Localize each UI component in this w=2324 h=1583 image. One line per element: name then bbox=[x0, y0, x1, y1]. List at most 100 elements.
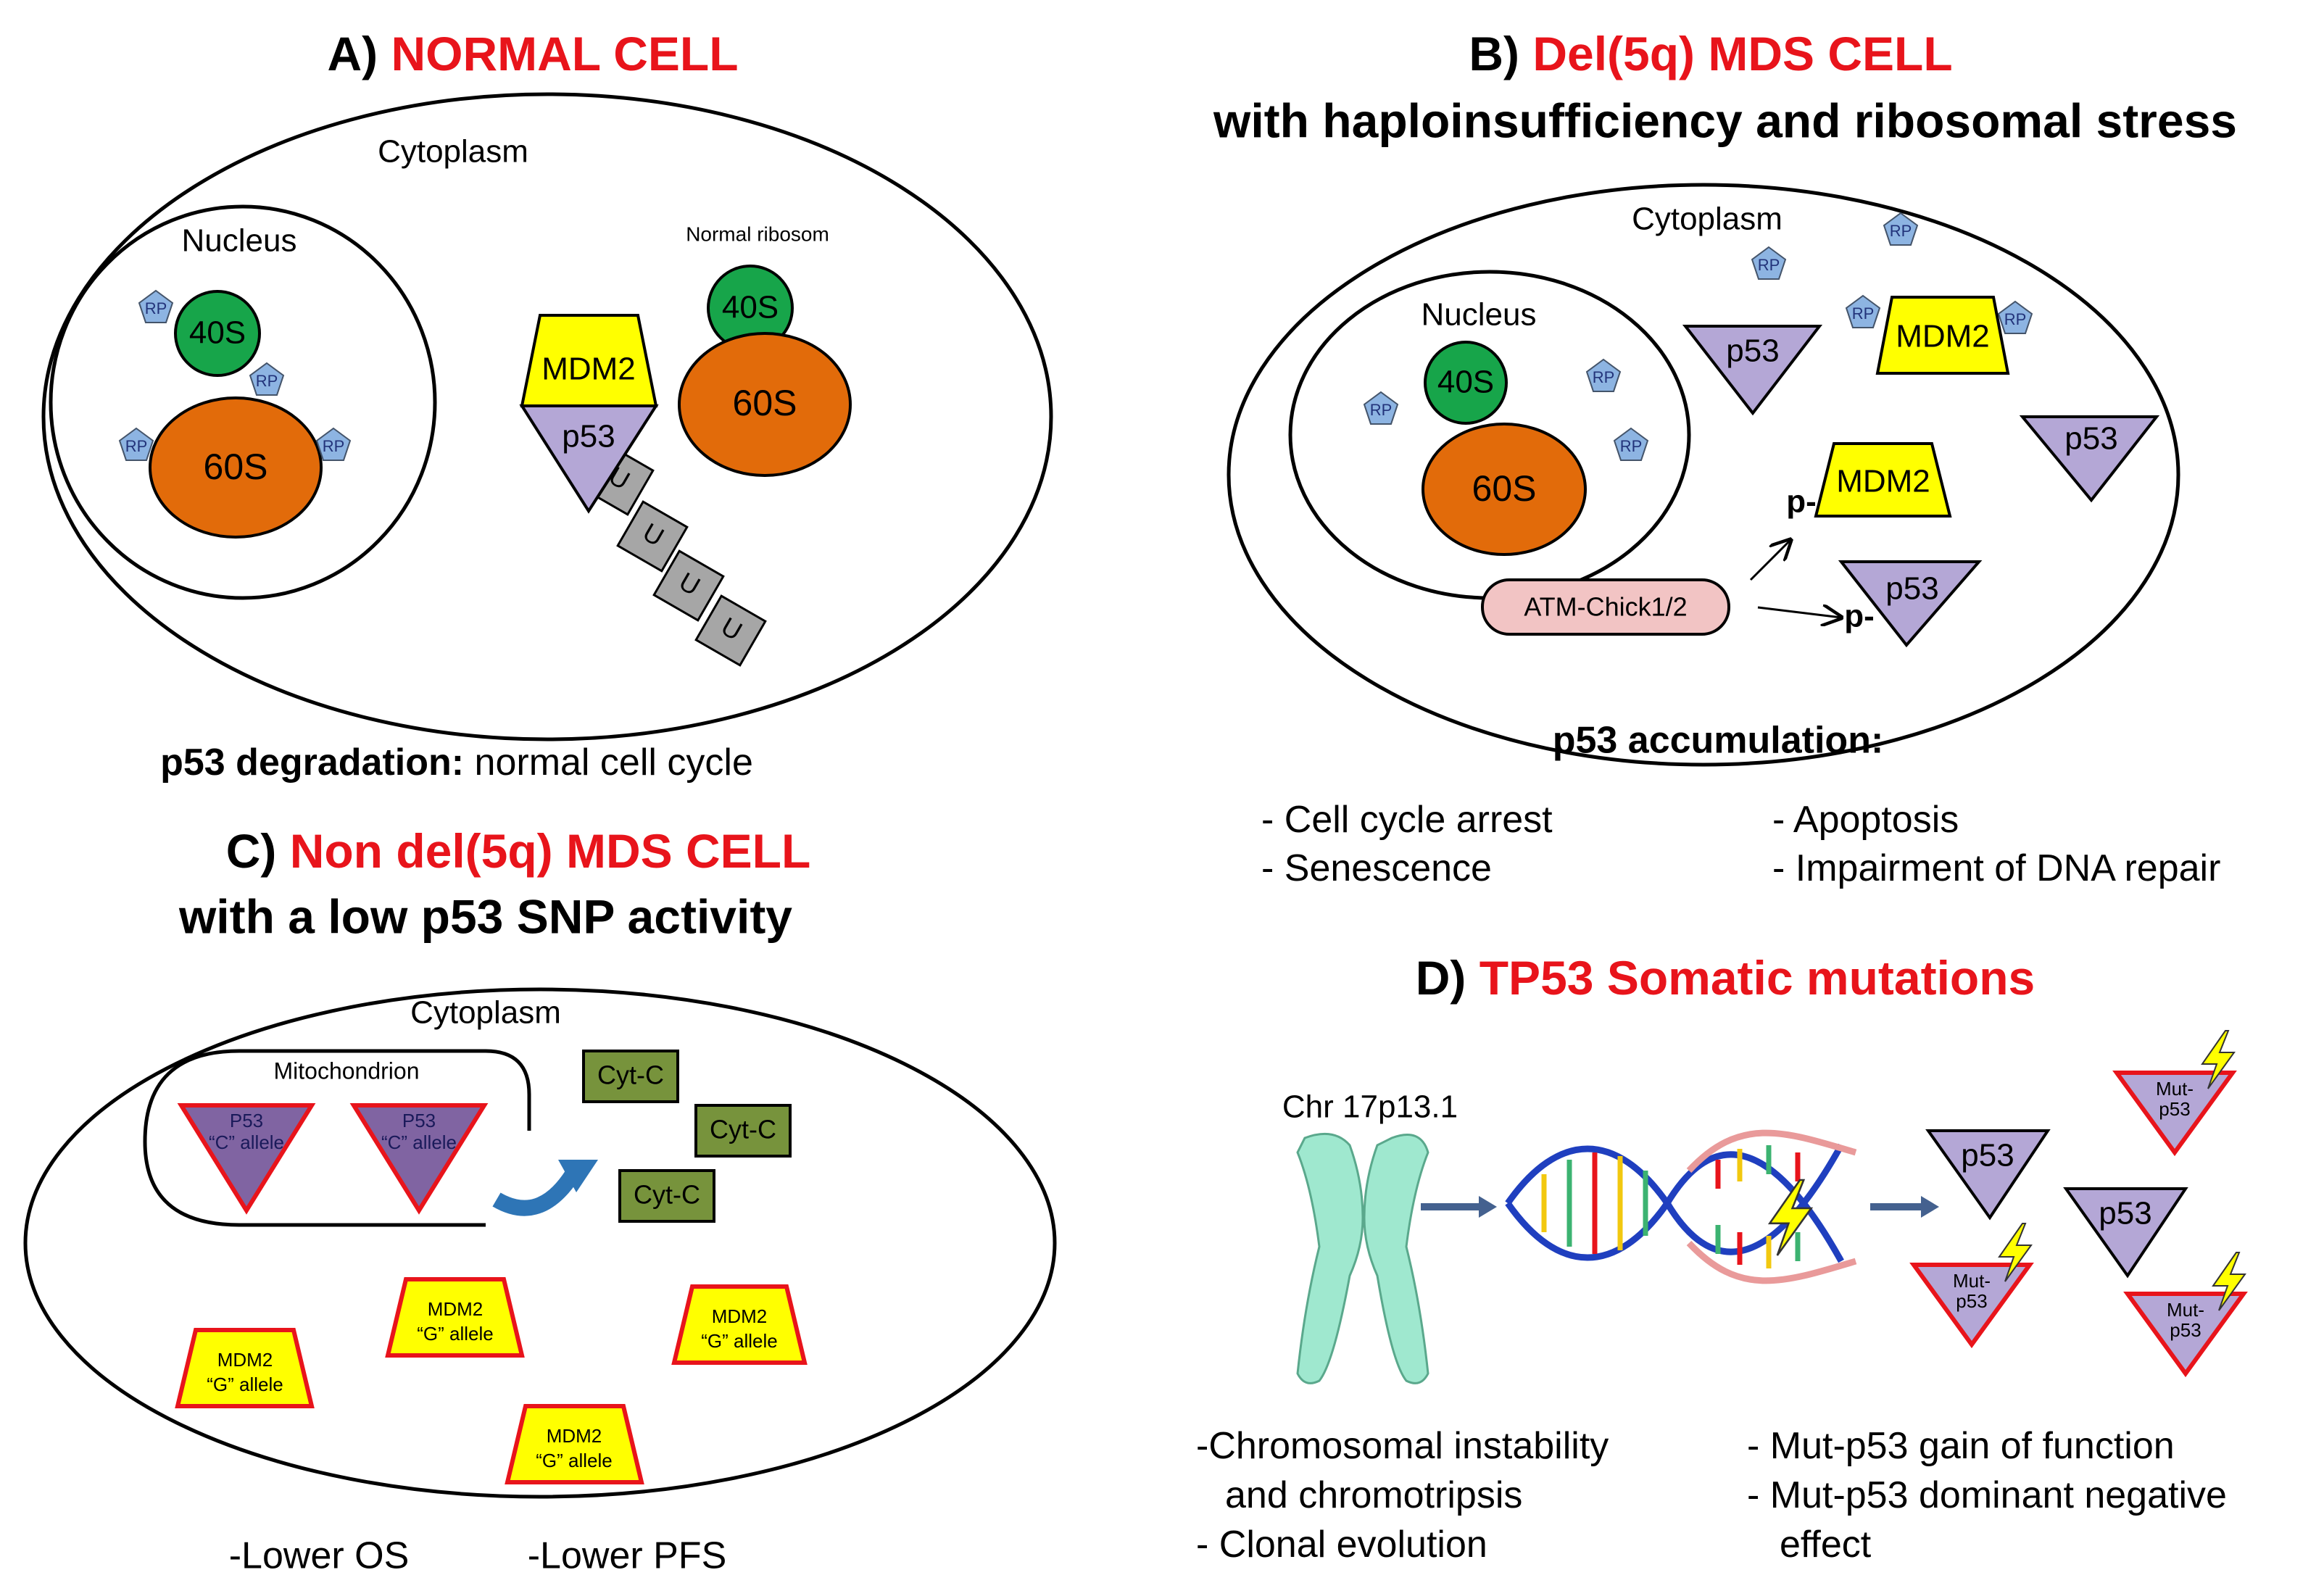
svg-text:RP: RP bbox=[125, 437, 148, 455]
svg-text:MDM2: MDM2 bbox=[712, 1305, 768, 1327]
svg-text:p53: p53 bbox=[1885, 571, 1938, 607]
panel-a-title: A) NORMAL CELL bbox=[327, 27, 738, 80]
svg-text:60S: 60S bbox=[1472, 468, 1537, 509]
svg-text:RP: RP bbox=[1370, 401, 1393, 419]
rp-protein: RP bbox=[1883, 212, 1918, 246]
p53-b2 bbox=[2019, 415, 2160, 503]
mdm2-g-allele: MDM2 “G” allele bbox=[671, 1284, 808, 1365]
svg-text:p53: p53 bbox=[2064, 421, 2117, 457]
cytoplasm-label-a: Cytoplasm bbox=[378, 134, 528, 170]
p53-a bbox=[519, 404, 659, 514]
mitochondrion-label: Mitochondrion bbox=[274, 1058, 420, 1084]
rp-protein: RP bbox=[1998, 301, 2033, 334]
rp-protein: RP bbox=[119, 428, 154, 461]
effect-item: - Clonal evolution bbox=[1196, 1524, 1487, 1566]
effect-item: - Senescence bbox=[1261, 847, 1492, 889]
svg-text:“C” allele: “C” allele bbox=[209, 1131, 284, 1153]
svg-text:Mut-: Mut- bbox=[1953, 1270, 1991, 1292]
svg-text:P53: P53 bbox=[230, 1110, 263, 1131]
p53-d1 bbox=[1925, 1129, 2051, 1221]
curved-arrow-head bbox=[558, 1160, 598, 1192]
svg-text:Cyt-C: Cyt-C bbox=[597, 1060, 664, 1090]
p53-c-allele: P53 “C” allele bbox=[177, 1103, 316, 1215]
atm-chk-kinase bbox=[1481, 578, 1730, 636]
nucleus-a bbox=[49, 204, 437, 600]
svg-text:Mut-: Mut- bbox=[2167, 1299, 2204, 1321]
svg-text:p53: p53 bbox=[2170, 1319, 2201, 1341]
effect-item: and chromotripsis bbox=[1225, 1474, 1522, 1516]
60s-subunit-b bbox=[1422, 423, 1587, 556]
curved-arrow-icon bbox=[492, 1169, 580, 1216]
svg-text:p53: p53 bbox=[2099, 1196, 2151, 1231]
phospho-label: p- bbox=[1844, 599, 1875, 634]
effect-item: - Mut-p53 dominant negative bbox=[1747, 1474, 2227, 1516]
svg-text:60S: 60S bbox=[204, 446, 268, 487]
cell-membrane-a bbox=[41, 92, 1053, 741]
svg-text:RP: RP bbox=[1758, 256, 1780, 274]
cytoplasm-label-b: Cytoplasm bbox=[1632, 201, 1783, 237]
mutant-p53: Mut- p53 bbox=[1909, 1223, 2034, 1349]
svg-text:“C” allele: “C” allele bbox=[381, 1131, 457, 1153]
svg-text:Cyt-C: Cyt-C bbox=[634, 1180, 700, 1210]
svg-text:RP: RP bbox=[1620, 437, 1643, 455]
mitochondrion bbox=[143, 1049, 531, 1227]
effect-item: -Chromosomal instability bbox=[1196, 1425, 1609, 1467]
p53-c-allele: P53 “C” allele bbox=[349, 1103, 489, 1215]
panel-d-title: D) TP53 Somatic mutations bbox=[1416, 951, 2035, 1005]
panel-b-subtitle: with haploinsufficiency and ribosomal st… bbox=[1213, 94, 2237, 147]
chromosome-label: Chr 17p13.1 bbox=[1282, 1089, 1458, 1125]
rp-protein: RP bbox=[1846, 295, 1880, 328]
rp-protein: RP bbox=[1751, 246, 1786, 280]
arrow-right-icon bbox=[1757, 607, 1841, 618]
svg-text:RP: RP bbox=[256, 372, 278, 390]
svg-text:“G” allele: “G” allele bbox=[207, 1374, 283, 1395]
svg-text:Mut-: Mut- bbox=[2156, 1078, 2194, 1100]
effect-item: - Impairment of DNA repair bbox=[1772, 847, 2220, 889]
mdm2-b2 bbox=[1814, 442, 1952, 518]
mutant-p53: Mut- p53 bbox=[2123, 1252, 2248, 1378]
mdm2-g-allele: MDM2 “G” allele bbox=[505, 1404, 644, 1484]
svg-text:MDM2: MDM2 bbox=[217, 1349, 273, 1371]
rp-protein: RP bbox=[316, 428, 351, 461]
cytochrome-c: Cyt-C bbox=[582, 1050, 679, 1103]
svg-text:P53: P53 bbox=[402, 1110, 436, 1131]
effect-item: - Mut-p53 gain of function bbox=[1747, 1425, 2175, 1467]
svg-text:RP: RP bbox=[145, 299, 167, 317]
svg-text:40S: 40S bbox=[722, 290, 779, 325]
cytochrome-c: Cyt-C bbox=[618, 1169, 715, 1223]
p53-d2 bbox=[2063, 1187, 2188, 1279]
svg-text:RP: RP bbox=[1890, 222, 1912, 240]
60s-subunit-a bbox=[149, 396, 323, 539]
svg-text:“G” allele: “G” allele bbox=[701, 1330, 777, 1352]
cytochrome-c: Cyt-C bbox=[694, 1104, 792, 1158]
panel-b: B) Del(5q) MDS CELL with haploinsufficie… bbox=[1213, 27, 2237, 889]
ubiquitin-chain: U U U U bbox=[582, 444, 767, 667]
phospho-label: p- bbox=[1786, 484, 1817, 520]
40s-subunit-b bbox=[1424, 341, 1508, 425]
rp-protein: RP bbox=[1364, 391, 1398, 425]
p53-b3 bbox=[1838, 560, 1983, 648]
outcome-item: -Lower PFS bbox=[528, 1535, 727, 1577]
p53-b1 bbox=[1682, 325, 1823, 416]
svg-text:“G” allele: “G” allele bbox=[417, 1323, 493, 1345]
svg-text:RP: RP bbox=[2004, 310, 2027, 328]
svg-text:RP: RP bbox=[1593, 368, 1615, 386]
svg-text:RP: RP bbox=[1852, 304, 1875, 323]
panel-b-title: B) Del(5q) MDS CELL bbox=[1469, 27, 1952, 80]
svg-text:Cyt-C: Cyt-C bbox=[710, 1115, 776, 1144]
nucleus-label-b: Nucleus bbox=[1422, 297, 1537, 333]
svg-text:MDM2: MDM2 bbox=[428, 1298, 484, 1320]
mdm2-g-allele: MDM2 “G” allele bbox=[175, 1328, 315, 1408]
effect-item: - Cell cycle arrest bbox=[1261, 799, 1553, 841]
effect-item: - Apoptosis bbox=[1772, 799, 1959, 841]
svg-text:p53: p53 bbox=[2159, 1098, 2190, 1120]
rp-protein: RP bbox=[138, 290, 173, 323]
rp-protein: RP bbox=[249, 362, 284, 396]
nucleus-label-a: Nucleus bbox=[182, 223, 297, 259]
outcome-item: -Lower OS bbox=[229, 1535, 410, 1577]
arrow-right-icon bbox=[1749, 540, 1790, 581]
60s-subunit-ribosome bbox=[678, 332, 852, 477]
svg-text:MDM2: MDM2 bbox=[547, 1425, 602, 1447]
svg-text:p53: p53 bbox=[1961, 1138, 2014, 1173]
